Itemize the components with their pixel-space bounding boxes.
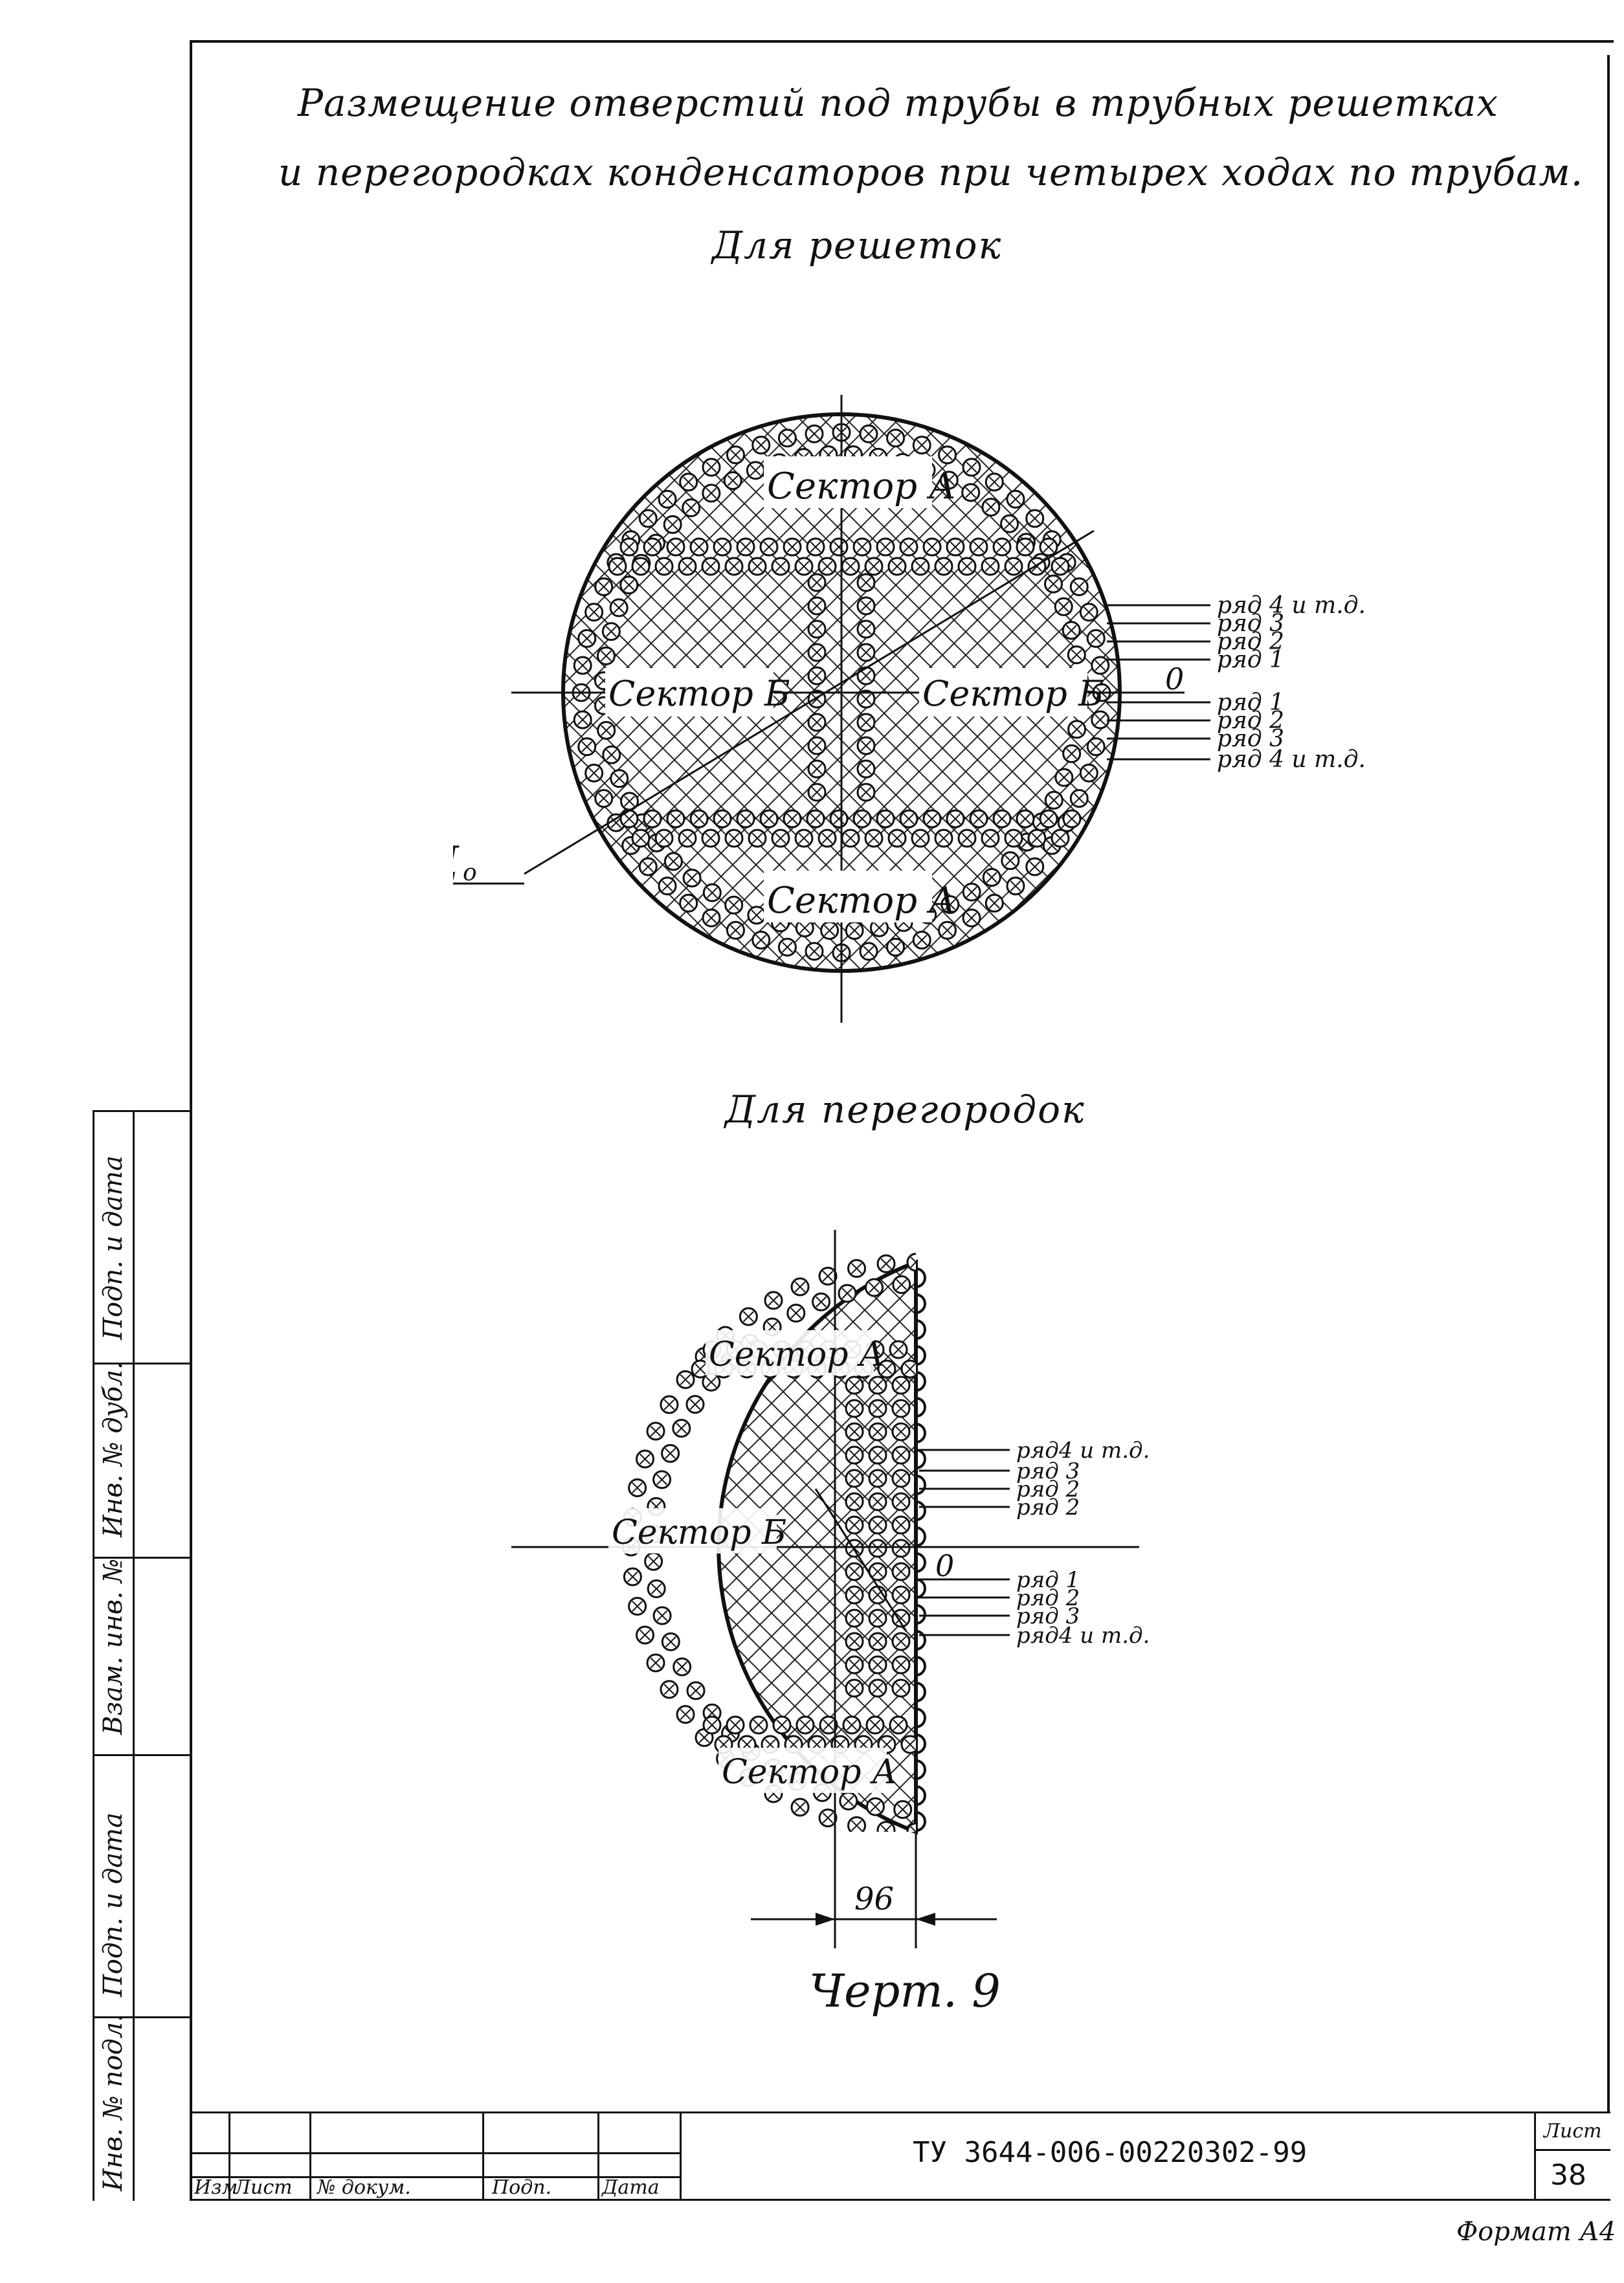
row-label: ряд 3 bbox=[1016, 1603, 1080, 1629]
title-block-col-doc: № докум. bbox=[317, 2176, 411, 2199]
diameter-subscript: о bbox=[463, 860, 477, 886]
row-label: ряд 2 bbox=[1016, 1495, 1080, 1520]
title-line-2: и перегородках конденсаторов при четырех… bbox=[278, 150, 1584, 194]
sector-b-right-label: Сектор Б bbox=[922, 673, 1104, 714]
row-label: ряд4 и т.д. bbox=[1016, 1438, 1150, 1464]
row-label: ряд 3 bbox=[1217, 610, 1284, 637]
title-block-col-sign: Подп. bbox=[492, 2176, 552, 2199]
sector-a-bottom-label: Сектор А bbox=[767, 880, 956, 922]
row-label: ряд 3 bbox=[1016, 1458, 1080, 1484]
dimension-value: 96 bbox=[854, 1881, 894, 1917]
diameter-label: Д bbox=[453, 838, 460, 884]
row-label: ряд 2 bbox=[1217, 629, 1284, 655]
diameter-leader bbox=[524, 529, 1095, 875]
row-label: ряд 4 и т.д. bbox=[1217, 592, 1366, 619]
figure-caption: Черт. 9 bbox=[809, 1965, 1001, 2018]
row-label: ряд4 и т.д. bbox=[1016, 1623, 1150, 1649]
sheet-label: Лист bbox=[1544, 2120, 1602, 2143]
side-stamp-divider bbox=[133, 1110, 135, 2201]
frame-left-border bbox=[190, 40, 192, 2199]
side-stamp-sign-date-2: Подп. и дата bbox=[98, 1812, 128, 1997]
row-label: ряд 1 bbox=[1016, 1567, 1080, 1593]
sector-b-left-label: Сектор Б bbox=[608, 673, 790, 714]
format-label: Формат А4 bbox=[1456, 2217, 1616, 2247]
partition-sector-a-bottom: Сектор А bbox=[722, 1753, 897, 1792]
document-code: ТУ 3644-006-00220302-99 bbox=[913, 2136, 1307, 2169]
side-stamp-replace-inv: Взам. инв. № bbox=[98, 1558, 128, 1735]
partition-sector-b: Сектор Б bbox=[612, 1513, 786, 1552]
title-block-col-change: Изм bbox=[194, 2176, 238, 2199]
partition-diagram: Сектор А Сектор Б Сектор А 0 ряд4 и т.д.… bbox=[511, 1230, 1150, 1948]
partition-leader bbox=[814, 1488, 907, 1632]
row-label: ряд 2 bbox=[1217, 707, 1284, 734]
grate-diagram: Сектор А Сектор А Сектор Б Сектор Б 0 Д … bbox=[453, 395, 1366, 1023]
zero-mark-bottom: 0 bbox=[935, 1548, 954, 1583]
row-label: ряд 2 bbox=[1016, 1585, 1080, 1611]
side-stamp-outer-left bbox=[93, 1110, 95, 2201]
side-stamp-dup-inv: Инв. № дубл. bbox=[98, 1361, 128, 1537]
row-label: ряд 1 bbox=[1217, 647, 1284, 673]
partition-sector-a-top: Сектор А bbox=[709, 1335, 884, 1374]
row-label: ряд 4 и т.д. bbox=[1217, 746, 1366, 773]
row-label: ряд 3 bbox=[1217, 726, 1284, 752]
side-stamp-sign-date-1: Подп. и дата bbox=[98, 1155, 128, 1340]
sector-a-top-label: Сектор А bbox=[767, 465, 956, 507]
subtitle-grates: Для решеток bbox=[712, 223, 1003, 267]
frame-top-border bbox=[190, 40, 1614, 43]
title-block-top bbox=[190, 2111, 1610, 2113]
title-block-col-date: Дата bbox=[602, 2176, 660, 2199]
subtitle-partitions: Для перегородок bbox=[725, 1087, 1085, 1131]
side-stamp-orig-inv: Инв. № подл. bbox=[98, 2014, 128, 2191]
title-block-col-sheet: Лист bbox=[234, 2176, 293, 2199]
sheet-number: 38 bbox=[1550, 2159, 1586, 2192]
title-block-bottom bbox=[190, 2199, 1610, 2201]
title-line-1: Размещение отверстий под трубы в трубных… bbox=[298, 81, 1499, 125]
zero-mark-top: 0 bbox=[1165, 662, 1184, 696]
frame-right-border bbox=[1607, 55, 1610, 2113]
row-label: ряд 2 bbox=[1016, 1476, 1080, 1502]
row-label: ряд 1 bbox=[1217, 689, 1284, 716]
